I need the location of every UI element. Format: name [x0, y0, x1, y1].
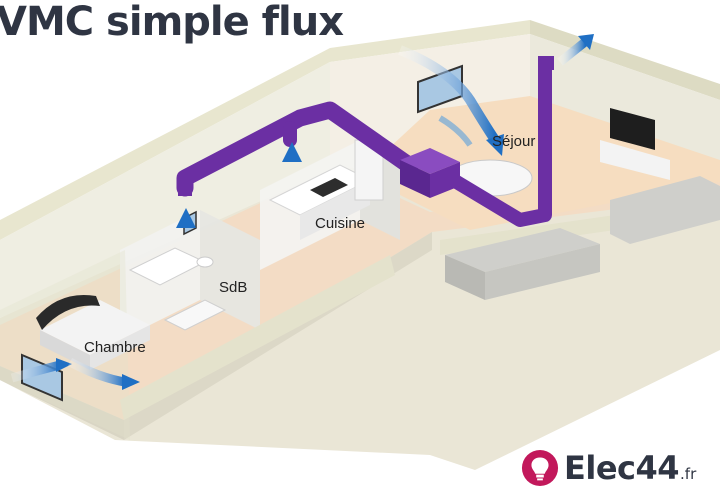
page-title: VMC simple flux: [0, 0, 344, 45]
brand-logo: Elec44 .fr: [521, 449, 696, 487]
brand-suffix: .fr: [680, 465, 697, 483]
room-label-sdb: SdB: [219, 279, 248, 296]
sdb-extract-vent: [178, 178, 192, 196]
back-wall: [0, 20, 720, 318]
brand-name: Elec44: [564, 449, 680, 487]
sejour-furniture: [445, 108, 720, 300]
room-label-sejour: Séjour: [492, 133, 536, 150]
airflow-arrows: [10, 34, 594, 390]
room-label-chambre: Chambre: [84, 339, 146, 356]
bed: [36, 294, 150, 370]
extract-unit: [400, 148, 460, 198]
room-label-cuisine: Cuisine: [315, 215, 366, 232]
lightbulb-icon: [521, 449, 559, 487]
